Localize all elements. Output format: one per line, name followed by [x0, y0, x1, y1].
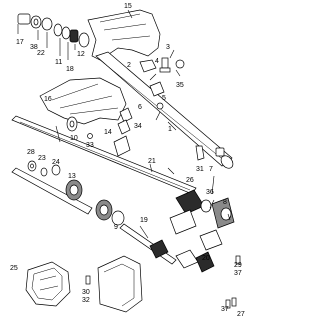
steering-column-exploded-diagram: 15 17 38 22 11 18 12 3 35 4 2 5 16 14 10… — [10, 3, 245, 318]
callout-37-upper: 37 — [234, 270, 242, 277]
boot-cover — [25, 261, 71, 307]
bearings — [65, 179, 125, 226]
callout-28: 28 — [27, 149, 35, 156]
callout-5: 5 — [162, 95, 166, 102]
callout-24: 24 — [52, 159, 60, 166]
upper-small-parts — [17, 13, 90, 60]
callout-35: 35 — [176, 82, 184, 89]
callout-1: 1 — [168, 126, 172, 133]
callout-2: 2 — [127, 62, 131, 69]
steering-shaft — [11, 115, 197, 195]
callout-18: 18 — [66, 66, 74, 73]
callout-11: 11 — [55, 59, 62, 66]
callout-labels: 15 17 38 22 11 18 12 3 35 4 2 5 16 14 10… — [10, 3, 245, 318]
washers — [27, 160, 61, 177]
callout-10: 10 — [70, 135, 78, 142]
callout-38: 38 — [30, 44, 38, 51]
callout-12: 12 — [77, 51, 85, 58]
bolts — [85, 255, 241, 309]
callout-4: 4 — [155, 58, 159, 65]
leader-lines — [55, 9, 231, 239]
lower-shaft — [11, 167, 93, 215]
column-tube — [95, 51, 234, 169]
callout-20: 20 — [202, 255, 210, 262]
callout-15: 15 — [124, 3, 132, 10]
callout-34: 34 — [134, 123, 142, 130]
mid-left-parts — [66, 107, 133, 157]
intermediate-shaft — [119, 223, 223, 273]
callout-14: 14 — [104, 129, 112, 136]
callout-29: 29 — [234, 262, 242, 269]
upper-right-parts — [139, 49, 185, 110]
callout-27: 27 — [237, 311, 245, 318]
callout-25: 25 — [10, 265, 18, 272]
callout-13: 13 — [68, 173, 76, 180]
callout-3: 3 — [166, 44, 170, 51]
callout-19: 19 — [140, 217, 148, 224]
callout-31: 31 — [196, 166, 204, 173]
lower-column-cover — [39, 77, 127, 125]
callout-36: 36 — [206, 189, 214, 196]
upper-column-cover — [87, 9, 161, 61]
callout-26: 26 — [186, 177, 194, 184]
callout-33: 33 — [86, 142, 94, 149]
callout-21: 21 — [148, 158, 156, 165]
callout-22: 22 — [37, 50, 45, 57]
callout-9: 9 — [114, 224, 118, 231]
callout-16: 16 — [44, 96, 52, 103]
lower-bracket — [97, 255, 143, 313]
callout-37-lower: 37 — [221, 306, 229, 313]
clip-parts — [195, 145, 225, 161]
callout-30: 30 — [82, 289, 90, 296]
callout-32: 32 — [82, 297, 90, 304]
callout-23: 23 — [38, 155, 46, 162]
callout-17: 17 — [16, 39, 24, 46]
universal-joint — [169, 189, 235, 235]
callout-6: 6 — [138, 104, 142, 111]
callout-7: 7 — [209, 166, 213, 173]
callout-8: 8 — [223, 199, 227, 206]
